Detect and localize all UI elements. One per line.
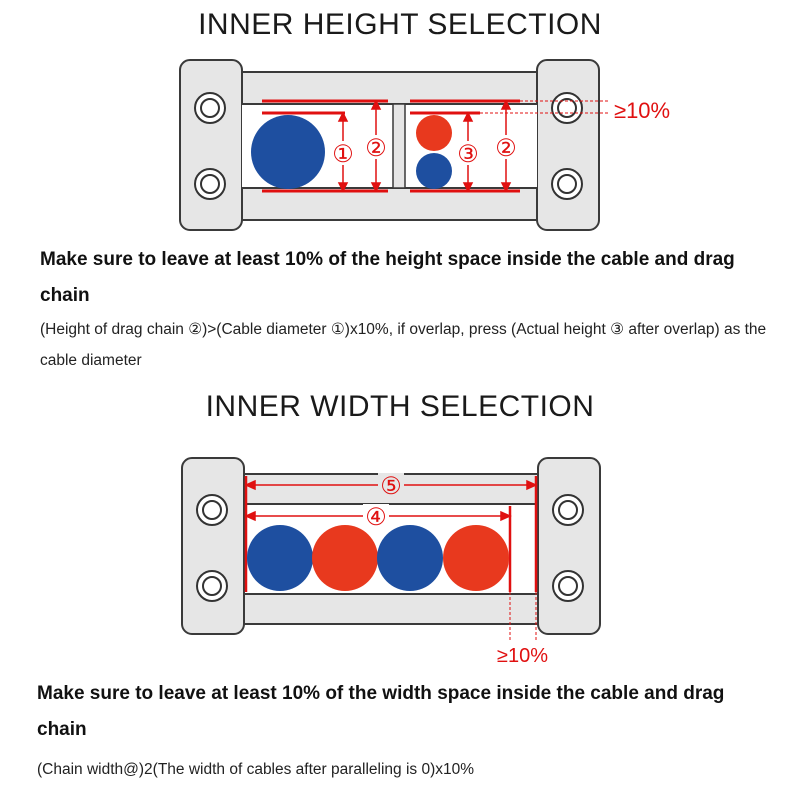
bolt-icon [194, 92, 226, 124]
chain-bottom-rail [243, 593, 539, 625]
width-instruction-detail: (Chain width@)2(The width of cables afte… [37, 761, 475, 778]
circled-2b-text: ② [495, 135, 517, 162]
chain-right-plate [537, 457, 601, 635]
bolt-icon [552, 570, 584, 602]
cable-red [443, 525, 509, 591]
circled-1-text: ① [332, 141, 354, 168]
bolt-icon [196, 494, 228, 526]
circled-number-3-label: ③ [456, 141, 480, 168]
circled-3-text: ③ [457, 141, 479, 168]
cable-blue [247, 525, 313, 591]
chain-left-plate [181, 457, 245, 635]
cable-blue [377, 525, 443, 591]
height-instruction-detail: (Height of drag chain ②)>(Cable diameter… [40, 321, 767, 369]
cable-small-red [416, 115, 452, 151]
bolt-icon [196, 570, 228, 602]
width-section-title: INNER WIDTH SELECTION [205, 390, 595, 423]
chain-divider [392, 103, 406, 189]
cable-red [312, 525, 378, 591]
height-instruction-bold: Make sure to leave at least 10% of the h… [40, 249, 735, 306]
width-instruction-bold: Make sure to leave at least 10% of the w… [37, 683, 725, 740]
width-percent-label: ≥10% [497, 645, 548, 667]
circled-number-4-label: ④ [363, 504, 389, 531]
bolt-icon [194, 168, 226, 200]
height-selection-diagram: ① ② ③ ② ≥10% [179, 59, 670, 231]
circled-2-text: ② [365, 135, 387, 162]
bolt-icon [551, 168, 583, 200]
circled-4-text: ④ [365, 504, 387, 531]
circled-number-2-label: ② [364, 135, 388, 162]
bolt-icon [552, 494, 584, 526]
circled-number-1-label: ① [331, 141, 355, 168]
width-selection-diagram: ⑤ ④ ≥10% [181, 457, 601, 667]
cable-large-blue [251, 115, 325, 189]
circled-number-2b-label: ② [494, 135, 518, 162]
circled-number-5-label: ⑤ [378, 473, 404, 500]
height-percent-label: ≥10% [614, 98, 670, 123]
circled-5-text: ⑤ [380, 473, 402, 500]
height-section-title: INNER HEIGHT SELECTION [198, 8, 602, 41]
cable-small-blue [416, 153, 452, 189]
